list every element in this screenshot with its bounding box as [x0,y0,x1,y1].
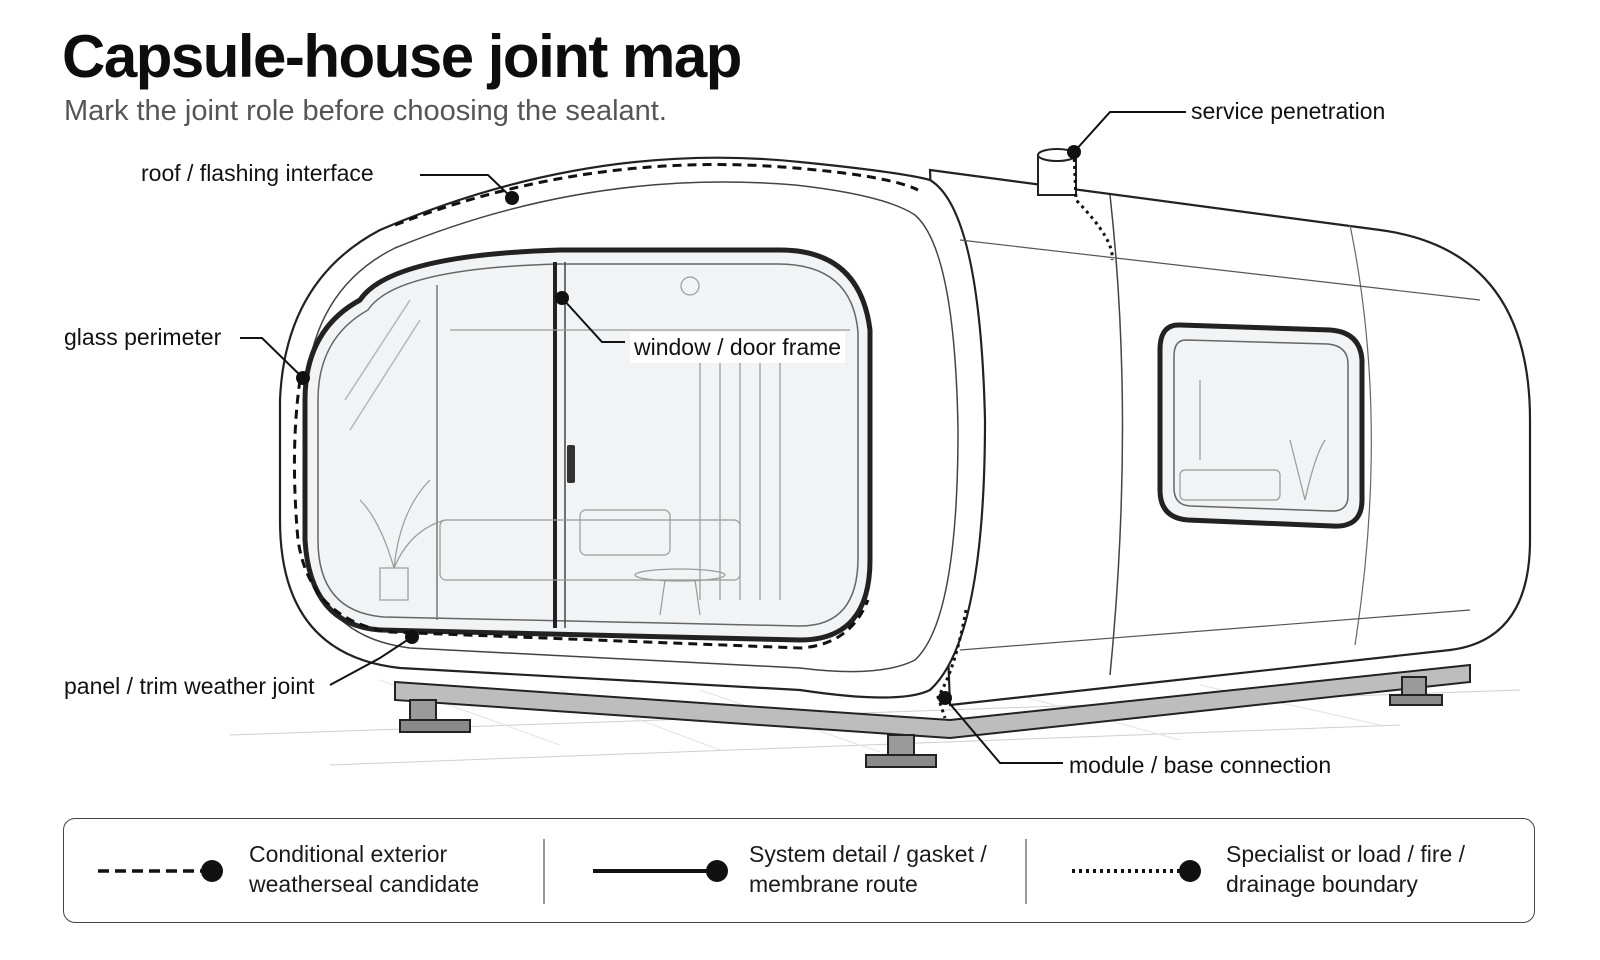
legend-dotted-label-2: drainage boundary [1226,871,1418,897]
callout-module-base: module / base connection [1069,752,1332,778]
callout-dots [296,145,1081,705]
legend-item-solid: System detail / gasket / membrane route [544,819,1024,922]
legend: Conditional exterior weatherseal candida… [63,818,1535,923]
legend-dashed-label-2: weatherseal candidate [249,871,480,897]
dashed-line-swatch [98,860,223,882]
page-subtitle: Mark the joint role before choosing the … [64,95,667,127]
callout-leaders [240,111,1186,764]
legend-divider [543,839,545,904]
page-title: Capsule-house joint map [62,23,742,90]
callout-roof-flashing: roof / flashing interface [141,160,374,186]
legend-dashed-label-1: Conditional exterior [249,841,448,867]
legend-solid-label-1: System detail / gasket / [749,841,987,867]
dotted-line-swatch [1072,860,1201,882]
callout-glass-perimeter: glass perimeter [64,324,222,350]
legend-item-dashed: Conditional exterior weatherseal candida… [64,819,544,922]
legend-divider [1025,839,1027,904]
legend-item-dotted: Specialist or load / fire / drainage bou… [1026,819,1534,922]
main-glass-door [302,247,873,643]
callout-service-penetration: service penetration [1191,98,1386,124]
base-frame [394,663,1471,768]
callout-panel-trim: panel / trim weather joint [64,673,315,699]
side-window [1157,322,1365,529]
legend-solid-label-2: membrane route [749,871,918,897]
legend-dotted-label-1: Specialist or load / fire / [1226,841,1466,867]
dotted-joint-lines [936,151,1114,719]
callout-window-door-frame: window / door frame [630,332,846,363]
solid-line-swatch [593,860,728,882]
